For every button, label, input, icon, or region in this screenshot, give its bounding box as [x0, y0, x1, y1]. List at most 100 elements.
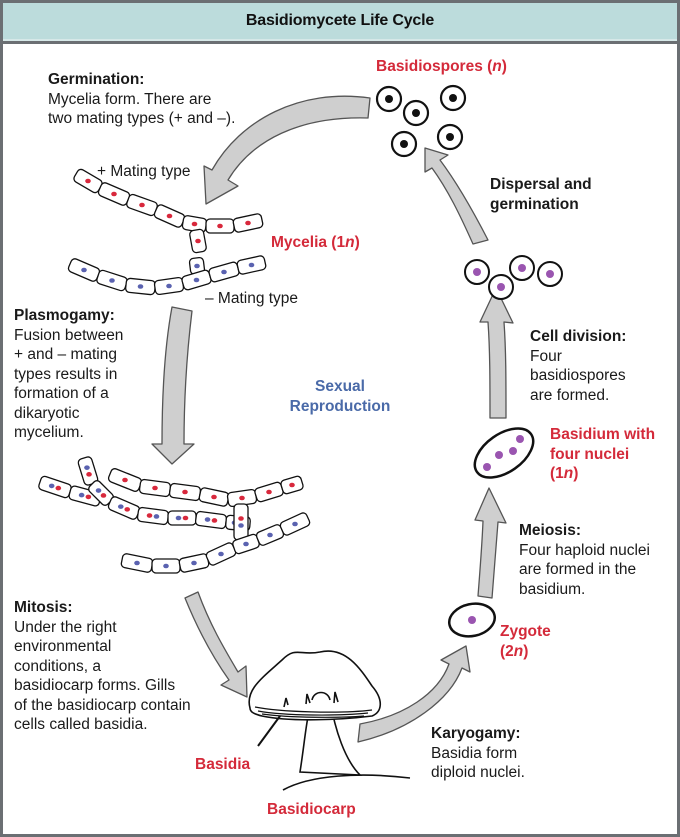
germination-text: Germination: Mycelia form. There are two… — [48, 70, 235, 129]
karyogamy-line: Basidia form — [431, 744, 518, 762]
title-bar: Basidiomycete Life Cycle — [3, 3, 677, 44]
minus-nucleus — [137, 284, 144, 289]
plus-nucleus — [211, 494, 217, 500]
minus-nucleus — [134, 560, 140, 566]
germination-line: Mycelia form. There are — [48, 90, 212, 108]
basidium-label-line: Basidium with — [550, 426, 656, 443]
center-label-line: Reproduction — [289, 397, 391, 415]
meiosis-line: are formed in the — [519, 561, 637, 578]
dikaryotic-bridge — [233, 503, 249, 541]
plus-nucleus — [100, 493, 107, 498]
plus-nucleus — [166, 213, 173, 219]
basidium-label-line: (1n) — [550, 465, 579, 482]
cell-division-line: Four — [530, 347, 562, 365]
basidiocarp-drawing — [248, 650, 411, 791]
karyogamy-heading: Karyogamy: — [431, 725, 521, 742]
plus-nucleus — [217, 223, 223, 229]
arrow-spores-to-mycelia — [203, 95, 371, 205]
arrow-mycelia-to-dikaryotic — [151, 306, 195, 465]
plasmogamy-line: + and – mating — [14, 346, 117, 363]
plus-branch — [189, 228, 207, 254]
plus-nucleus — [195, 238, 201, 244]
mitosis-text: Mitosis: Under the right environmental c… — [14, 598, 191, 735]
minus-nucleus — [238, 523, 244, 528]
arrow-zygote-to-basidium — [474, 487, 507, 599]
plus-nucleus — [191, 221, 198, 227]
plasmogamy-line: Fusion between — [14, 326, 124, 344]
cell-division-text: Cell division: Four basidiospores are fo… — [530, 327, 626, 405]
plus-nucleus — [238, 516, 244, 521]
hypha-cell — [167, 510, 197, 526]
plus-nucleus — [152, 485, 158, 491]
minus-nucleus — [193, 277, 200, 283]
minus-nucleus — [191, 560, 197, 566]
arrow-basidium-to-spores — [479, 287, 514, 419]
zygote-label-line: Zygote — [500, 623, 551, 640]
plus-nucleus — [85, 178, 91, 184]
hypha-cell — [194, 510, 228, 530]
plus-nucleus — [289, 482, 295, 488]
basidiocarp-label: Basidiocarp — [267, 801, 356, 818]
meiosis-line: basidium. — [519, 580, 586, 598]
karyogamy-line: diploid nuclei. — [431, 764, 525, 781]
sexual-reproduction-label: Sexual Reproduction — [270, 377, 410, 416]
germination-line: two mating types (+ and –). — [48, 110, 236, 127]
meiosis-line: Four haploid nuclei — [519, 541, 650, 559]
cell-division-line: basidiospores — [530, 367, 626, 384]
plus-hypha — [73, 168, 264, 234]
zygote-label-line: (2n) — [500, 642, 529, 660]
minus-nucleus — [166, 283, 172, 289]
plasmogamy-line: mycelium. — [14, 424, 84, 441]
cycle-arrows — [151, 95, 514, 743]
minus-nucleus — [248, 262, 255, 268]
dikaryotic-hypha — [120, 512, 311, 574]
minus-nucleus — [153, 514, 160, 519]
mitosis-line: environmental — [14, 638, 112, 655]
plus-nucleus — [245, 220, 251, 226]
haploid-mycelia — [67, 168, 267, 296]
plus-mating-type-label: + Mating type — [97, 163, 191, 180]
meiosis-heading: Meiosis: — [519, 522, 582, 539]
zygote-label: Zygote (2n) — [500, 622, 551, 661]
dispersal-label: Dispersal and germination — [490, 175, 592, 214]
minus-nucleus — [109, 278, 115, 283]
plus-nucleus — [266, 489, 272, 495]
basidiospores — [375, 84, 467, 158]
mitosis-line: conditions, a — [14, 657, 102, 675]
mitosis-line: basidiocarp forms. Gills — [14, 677, 176, 694]
plus-nucleus — [124, 507, 131, 512]
hypha-cell — [136, 506, 170, 526]
mitosis-line: of the basidiocarp contain — [14, 696, 191, 714]
basidium — [473, 427, 535, 479]
minus-nucleus — [194, 263, 200, 269]
dikaryotic-mycelium — [38, 456, 311, 574]
cell-division-line: are formed. — [530, 386, 610, 404]
minus-nucleus — [267, 532, 273, 538]
hypha-cell — [233, 503, 249, 541]
plus-nucleus — [182, 489, 188, 495]
basidium-label: Basidium with four nuclei (1n) — [550, 425, 655, 484]
plus-nucleus — [139, 202, 145, 208]
minus-nucleus — [204, 517, 211, 522]
plus-nucleus — [85, 494, 92, 500]
plasmogamy-line: types results in — [14, 365, 118, 383]
minus-nucleus — [218, 551, 224, 557]
four-basidiospores — [464, 255, 563, 300]
minus-mating-type-label: – Mating type — [205, 290, 299, 307]
minus-nucleus — [243, 541, 249, 547]
plasmogamy-line: formation of a — [14, 385, 109, 402]
minus-nucleus — [163, 563, 169, 569]
mitosis-line: cells called basidia. — [14, 716, 148, 733]
plasmogamy-heading: Plasmogamy: — [14, 307, 115, 324]
plasmogamy-line: dikaryotic — [14, 404, 80, 422]
basidiospores-label: Basidiospores (n) — [376, 58, 507, 75]
plus-nucleus — [86, 472, 92, 477]
plus-nucleus — [111, 191, 117, 197]
minus-hypha — [67, 255, 267, 296]
plus-nucleus — [122, 477, 128, 483]
hypha-cell — [38, 475, 72, 499]
arrow-basidiocarp-to-zygote — [357, 645, 471, 743]
plus-nucleus — [211, 518, 218, 523]
hypha-cell — [107, 496, 141, 520]
